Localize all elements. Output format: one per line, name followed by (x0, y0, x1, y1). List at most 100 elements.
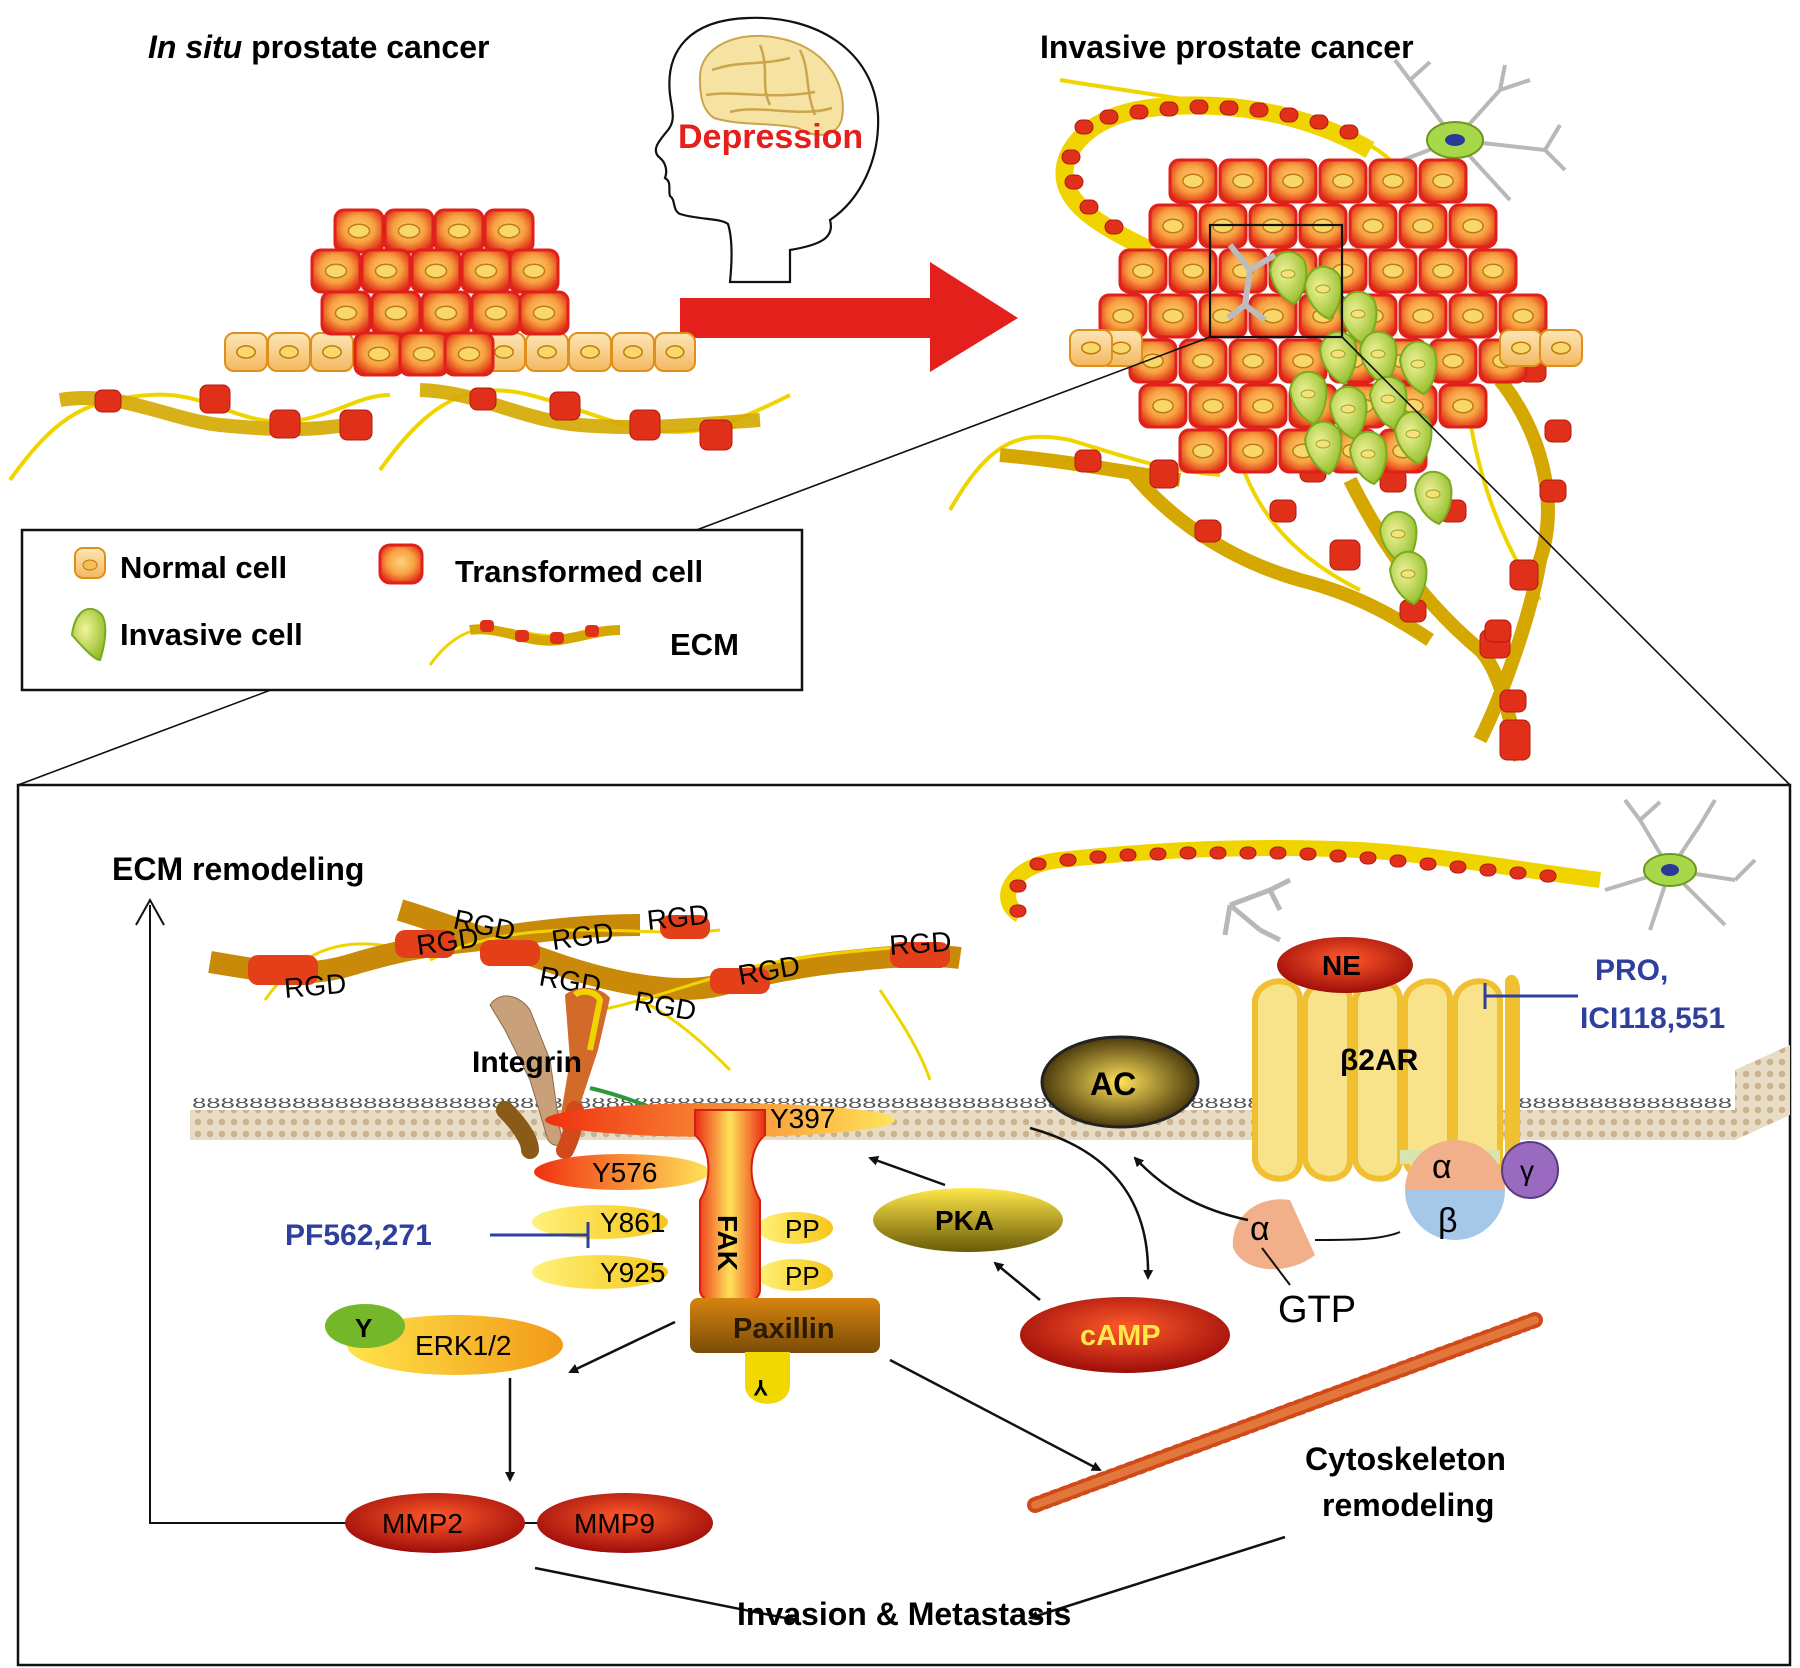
transformed-cell (1178, 428, 1228, 474)
pka-to-fak-arrow (868, 1156, 946, 1187)
nerve-bead (1179, 846, 1197, 860)
invasive-cell (1348, 430, 1388, 486)
invasive-cell (1393, 410, 1433, 466)
invasive-cell (1398, 340, 1438, 396)
pf562271-label: PF562,271 (285, 1219, 432, 1252)
red-progression-arrow (680, 262, 1018, 372)
ecm-bead (1499, 719, 1531, 761)
legend-normal-label: Normal cell (120, 550, 287, 585)
transformed-cell (1398, 203, 1448, 249)
legend-box: Normal cell Transformed cell Invasive ce… (20, 528, 804, 692)
nerve-bead (1119, 848, 1137, 862)
transformed-cell (320, 290, 372, 336)
invasive-cell (1388, 550, 1428, 606)
pro-label-line1: PRO, (1595, 954, 1668, 987)
paxillin-protein (690, 1298, 880, 1353)
integrin-label: Integrin (472, 1046, 582, 1079)
insitu-title: In situ prostate cancer (148, 29, 489, 65)
ac-label: AC (1090, 1066, 1136, 1102)
invasive-cell (1318, 330, 1358, 386)
paxillin-y-label: Y (753, 1375, 768, 1400)
ecm-bead (549, 391, 581, 421)
dendrite (1226, 243, 1277, 323)
camp-molecule (1020, 1297, 1230, 1373)
mmp9-label: MMP9 (574, 1508, 655, 1539)
invasive-cell (1288, 370, 1328, 426)
y925-residue (532, 1255, 668, 1289)
paxillin-y-site (745, 1352, 790, 1404)
nerve-bead (1249, 102, 1269, 118)
normal-cell (525, 332, 569, 372)
nerve-bead (1209, 846, 1227, 860)
ecm-bead (269, 409, 301, 439)
normal-cell (310, 332, 354, 372)
nerve-bead (1079, 199, 1099, 215)
transformed-cell (420, 290, 472, 336)
cytoskeleton-label-line2: remodeling (1322, 1487, 1494, 1523)
ecm-fibers-rgd (208, 899, 962, 1081)
gtp-label: GTP (1278, 1289, 1356, 1331)
transformed-cell (1178, 338, 1228, 384)
transformed-cell (1418, 248, 1468, 294)
pp-label-1: PP (785, 1214, 820, 1244)
invasive-cell (1268, 250, 1308, 306)
insitu-ecm (8, 383, 791, 482)
nerve-bead (1299, 847, 1317, 861)
ecm-bead (1329, 539, 1361, 571)
nerve-bead (1479, 863, 1497, 877)
mmp9-protein (537, 1493, 713, 1553)
invasive-cell (1328, 385, 1368, 441)
nerve-bead (1189, 99, 1209, 115)
pathway-nerve-beads (1009, 846, 1557, 918)
nerve-bead (1449, 860, 1467, 874)
transformed-cell (1368, 248, 1418, 294)
pp-label-2: PP (785, 1261, 820, 1291)
nerve-bead (1419, 857, 1437, 871)
invasive-cell (1338, 290, 1378, 346)
transformed-cell (1228, 428, 1278, 474)
nerve-bead (1029, 857, 1047, 871)
ecm-bead (1074, 449, 1102, 473)
g-alpha-to-ac-arrow (1133, 1156, 1249, 1222)
ecm-remodeling-label: ECM remodeling (112, 851, 364, 887)
insitu-ecm-beads (94, 384, 733, 451)
transformed-cell (360, 248, 412, 294)
nerve-bead (1269, 846, 1287, 860)
pro-label-line2: ICI118,551 (1580, 1002, 1725, 1035)
rgd-label-9: RGD (888, 926, 952, 961)
normal-cell (224, 332, 268, 372)
invasive-cell (1413, 470, 1453, 526)
paxillin-label: Paxillin (733, 1313, 835, 1345)
pathway-neuron-icon (1222, 798, 1757, 943)
nerve-bead (1359, 851, 1377, 865)
legend-ecm-label: ECM (670, 627, 739, 662)
transformed-cell (1218, 158, 1268, 204)
ne-label: NE (1322, 950, 1361, 981)
normal-cell (568, 332, 612, 372)
ecm-bead (699, 419, 733, 451)
b2ar-receptor (1252, 974, 1520, 1182)
transformed-cell-icon (378, 543, 424, 585)
transformed-cell (1318, 158, 1368, 204)
transformed-cell (1118, 248, 1168, 294)
nerve-bead (1099, 109, 1119, 125)
ecm-bead (1484, 619, 1512, 643)
transformed-cell (398, 331, 450, 377)
transformed-cell (518, 290, 570, 336)
ecm-bead (94, 389, 122, 413)
fak-protein (694, 1109, 766, 1306)
pathway-box (16, 783, 1792, 1667)
legend-invasive-label: Invasive cell (120, 617, 303, 652)
y861-residue (532, 1205, 668, 1239)
transformed-cell (383, 208, 435, 254)
nerve-bead (1129, 104, 1149, 120)
transformed-cell (508, 248, 560, 294)
transformed-cell (1468, 248, 1518, 294)
invasive-cell (1303, 265, 1343, 321)
invasive-tumor-cells (1069, 158, 1583, 606)
ecm-bead (1149, 459, 1179, 489)
cytoskeleton-label-line1: Cytoskeleton (1305, 1441, 1506, 1477)
g-gamma-label: γ (1520, 1155, 1534, 1186)
nerve-bead (1389, 854, 1407, 868)
ecm-bead (1509, 559, 1539, 591)
